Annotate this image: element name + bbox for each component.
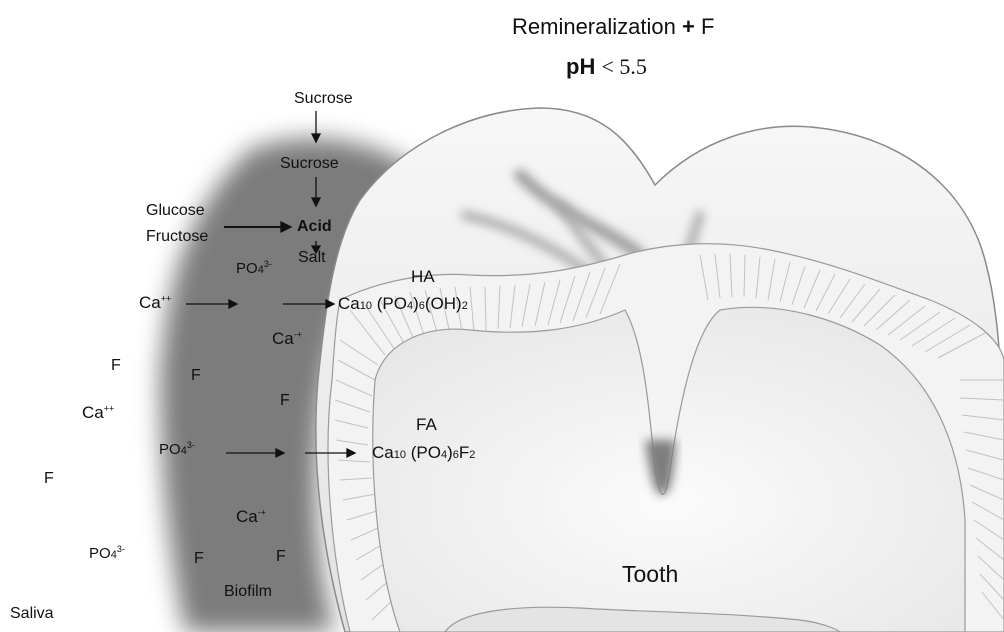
- label-saliva: Saliva: [10, 606, 54, 622]
- label-tooth: Tooth: [622, 563, 678, 586]
- formula-hydroxyapatite: Ca10 (PO4)6(OH)2: [338, 295, 468, 312]
- ion-f-5: F: [194, 551, 204, 567]
- ion-po4-mid: PO43-: [159, 441, 195, 457]
- ion-f-2: F: [191, 368, 201, 384]
- ion-f-6: F: [276, 549, 286, 565]
- ion-ca-mid: Ca-+: [272, 330, 302, 347]
- title-fluoride: F: [701, 14, 714, 39]
- diagram-subtitle: pH < 5.5: [566, 56, 647, 78]
- title-remineralization: Remineralization: [512, 14, 676, 39]
- ion-ca-bottom: Ca-+: [236, 508, 266, 525]
- formula-fluorapatite: Ca10 (PO4)6F2: [372, 444, 475, 461]
- label-fructose: Fructose: [146, 229, 208, 245]
- label-ha: HA: [411, 268, 435, 285]
- diagram-title: Remineralization + F: [512, 16, 714, 38]
- label-fa: FA: [416, 416, 437, 433]
- subtitle-threshold: < 5.5: [601, 54, 646, 79]
- label-salt: Salt: [298, 250, 326, 266]
- ion-ca-lower: Ca++: [82, 404, 114, 421]
- label-sucrose-mid: Sucrose: [280, 156, 339, 172]
- ion-po4-top: PO43-: [236, 260, 272, 276]
- ion-f-1: F: [111, 358, 121, 374]
- label-biofilm: Biofilm: [224, 584, 272, 600]
- ion-f-3: F: [280, 393, 290, 409]
- label-acid: Acid: [297, 219, 332, 235]
- label-sucrose-top: Sucrose: [294, 91, 353, 107]
- label-glucose: Glucose: [146, 203, 205, 219]
- ion-ca-left: Ca++: [139, 294, 171, 311]
- title-plus: +: [682, 14, 695, 39]
- ion-f-4: F: [44, 471, 54, 487]
- subtitle-ph: pH: [566, 54, 595, 79]
- ion-po4-bottom: PO43-: [89, 545, 125, 561]
